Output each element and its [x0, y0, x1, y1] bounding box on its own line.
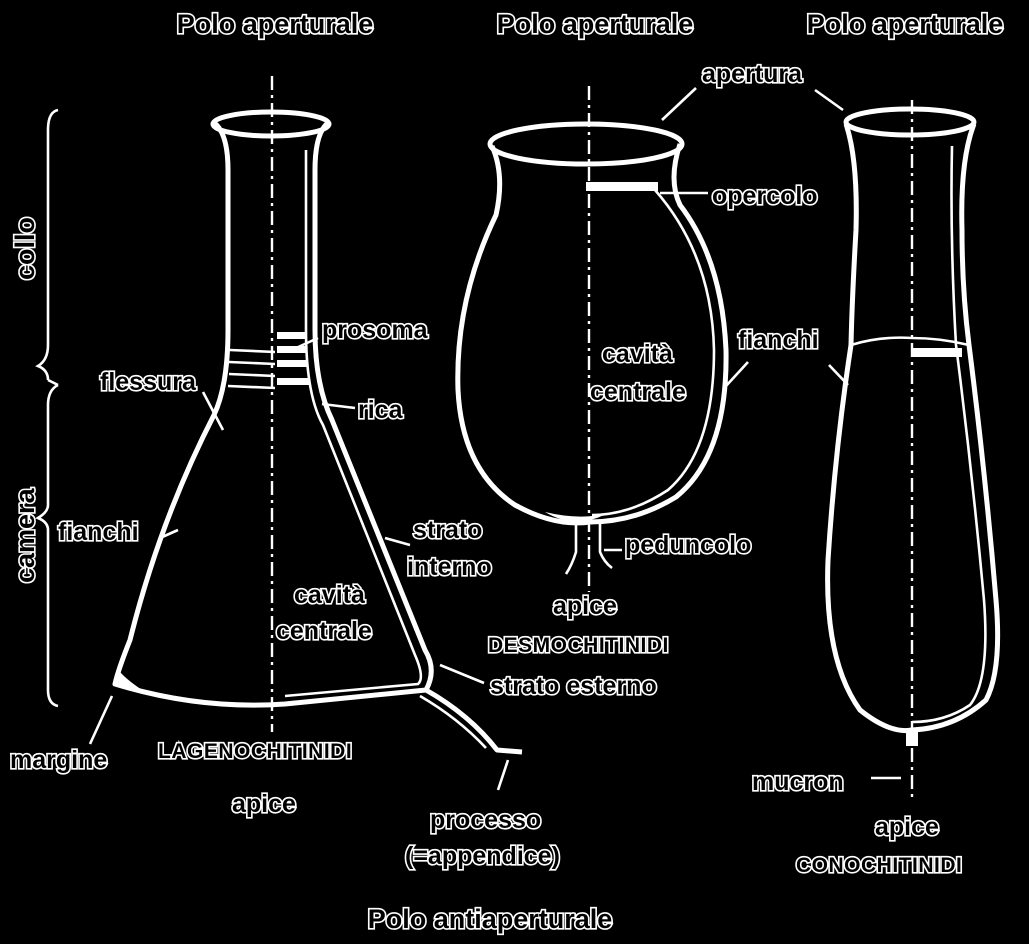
label-polo-aperturale-3: Polo aperturale	[807, 9, 1004, 39]
label-polo-antiaperturale: Polo antiaperturale	[368, 904, 613, 934]
prosoma-band-3	[277, 360, 307, 367]
label-margine: margine	[10, 746, 107, 774]
label-processo-1: processo	[430, 806, 541, 834]
label-conochitinidi: CONOCHITINIDI	[796, 854, 962, 877]
prosoma-band-2	[277, 346, 307, 353]
label-apice-1: apice	[232, 790, 296, 818]
label-cavita-centrale-1a: cavità	[294, 581, 365, 609]
label-desmochitinidi: DESMOCHITINIDI	[488, 634, 669, 657]
prosoma-band-1	[277, 332, 307, 339]
label-strato-esterno: strato esterno	[490, 672, 657, 700]
camera-bracket	[38, 385, 58, 706]
label-fianchi-1: fianchi	[58, 518, 139, 546]
label-cavita-centrale-1b: centrale	[276, 617, 372, 645]
label-cavita-centrale-2b: centrale	[590, 378, 686, 406]
label-collo: collo	[10, 217, 40, 280]
label-peduncolo: peduncolo	[625, 531, 751, 559]
label-lagenochitinidi: LAGENOCHITINIDI	[158, 740, 352, 763]
conochitinid-operculum-band	[912, 348, 962, 357]
conochitinid-aperture-rim	[846, 109, 974, 135]
label-camera: camera	[10, 487, 40, 583]
label-prosoma: prosoma	[322, 316, 429, 344]
flessura-texture	[228, 350, 275, 388]
conochitinid-chamber-line	[851, 338, 969, 345]
label-polo-aperturale-1: Polo aperturale	[177, 9, 374, 39]
label-cavita-centrale-2a: cavità	[602, 340, 673, 368]
label-fianchi-2: fianchi	[738, 326, 819, 354]
conochitinid-inner-wall	[912, 146, 985, 722]
desmochitinid-outline	[458, 144, 726, 523]
label-opercolo: opercolo	[712, 182, 818, 210]
label-apice-2: apice	[553, 592, 617, 620]
lagenochitinid-process-inner	[420, 696, 486, 748]
prosoma-band-4	[277, 378, 309, 385]
label-rica: rica	[358, 396, 404, 424]
label-processo-2: (=appendice)	[405, 842, 560, 870]
collo-bracket	[38, 110, 58, 385]
desmochitinid-aperture-rim	[490, 124, 682, 164]
conochitinid-figure	[828, 100, 998, 800]
label-flessura: flessura	[100, 368, 197, 396]
label-polo-aperturale-2: Polo aperturale	[497, 9, 694, 39]
label-mucron: mucron	[752, 768, 844, 796]
label-strato-interno-1: strato	[413, 516, 482, 544]
desmochitinid-figure	[458, 86, 726, 592]
label-apertura: apertura	[702, 60, 803, 88]
opercolo-band	[586, 182, 658, 191]
label-strato-interno-2: interno	[407, 553, 492, 581]
label-apice-3: apice	[875, 813, 939, 841]
